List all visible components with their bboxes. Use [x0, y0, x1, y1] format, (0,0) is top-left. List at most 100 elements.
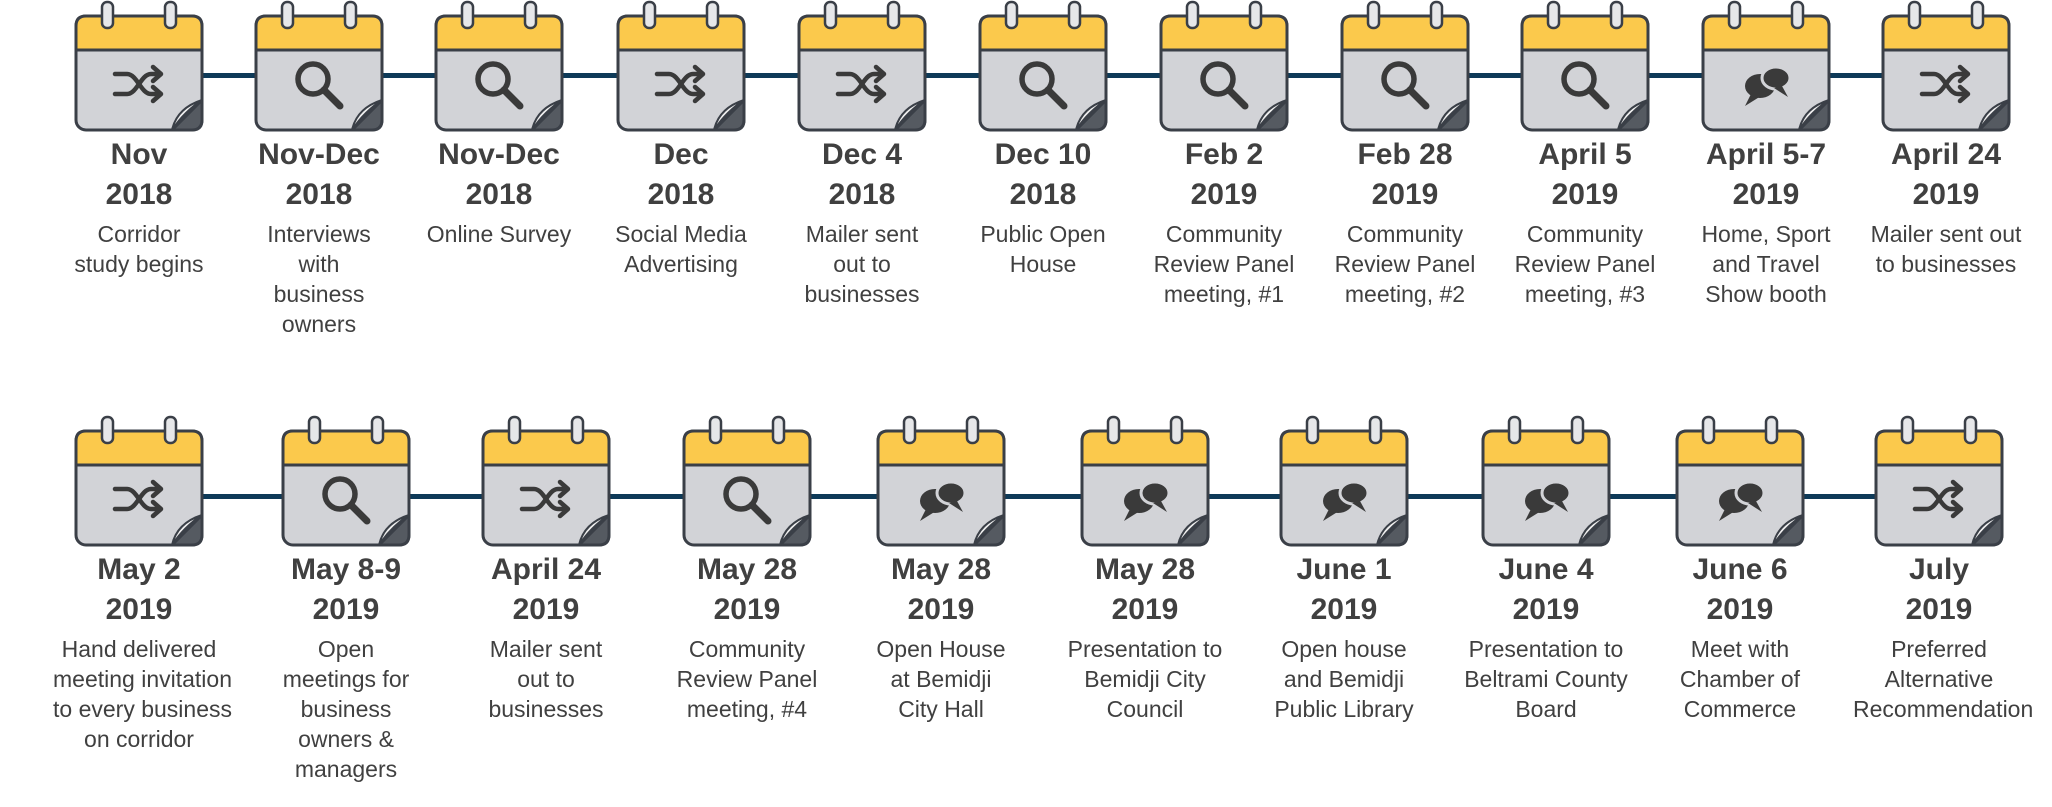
milestone-description-line: Review Panel — [1514, 251, 1656, 277]
milestone-description-line: Public Open — [980, 221, 1106, 247]
shuffle-icon — [112, 64, 164, 104]
calendar-icon — [616, 0, 746, 132]
milestone-description-line: study begins — [74, 251, 204, 277]
search-icon — [1381, 61, 1430, 110]
milestone-date-line: 2019 — [1190, 178, 1258, 211]
milestone-description-line: Open house — [1281, 636, 1407, 662]
speech-bubbles-icon — [1124, 480, 1171, 521]
milestone-description-line: managers — [294, 756, 398, 782]
milestone-description-line: Beltrami County — [1464, 666, 1628, 692]
milestone-description-line: meeting, #1 — [1163, 281, 1285, 307]
milestone-description-line: out to — [833, 251, 891, 277]
milestone-date-line: Nov — [110, 138, 168, 171]
milestone-description-line: Alternative — [1884, 666, 1994, 692]
milestone-date-line: 2019 — [105, 593, 173, 626]
milestone-date-line: May 8-9 — [290, 553, 402, 586]
milestone-date-line: 2018 — [465, 178, 533, 211]
milestone-date-line: 2019 — [1706, 593, 1774, 626]
milestone-date-line: June 4 — [1498, 553, 1594, 586]
milestone-date-line: Nov-Dec — [438, 138, 560, 171]
milestone-description-line: Review Panel — [676, 666, 818, 692]
milestone-description-line: Review Panel — [1334, 251, 1476, 277]
milestone-description-line: Community — [1526, 221, 1644, 247]
calendar-icon — [1874, 415, 2004, 547]
milestone-description-line: House — [1009, 251, 1077, 277]
milestone-date-line: Feb 28 — [1357, 138, 1453, 171]
milestone-description-line: Community — [1165, 221, 1283, 247]
milestone-date-line: 2018 — [828, 178, 896, 211]
milestone-description-line: business — [273, 281, 365, 307]
milestone-description-line: businesses — [804, 281, 920, 307]
milestone-date-line: 2019 — [1732, 178, 1800, 211]
milestone-description: Online Survey — [413, 219, 585, 249]
milestone-description-line: Interviews — [267, 221, 371, 247]
milestone-date-line: 2019 — [1912, 178, 1980, 211]
shuffle-icon — [112, 479, 164, 519]
milestone-description-line: Mailer sent out — [1870, 221, 2022, 247]
shuffle-icon — [1912, 479, 1964, 519]
calendar-icon — [1279, 415, 1409, 547]
milestone-description-line: Community — [688, 636, 806, 662]
milestone-date-line: 2019 — [713, 593, 781, 626]
search-icon — [1200, 61, 1249, 110]
milestone-date: June 1 2019 — [1258, 550, 1430, 630]
shuffle-icon — [654, 64, 706, 104]
milestone-description-line: meeting, #3 — [1524, 281, 1646, 307]
calendar-icon — [1675, 415, 1805, 547]
milestone-description-line: owners & — [298, 726, 394, 752]
milestone-date-line: 2019 — [512, 593, 580, 626]
calendar-icon — [254, 0, 384, 132]
calendar-icon — [978, 0, 1108, 132]
calendar-icon — [1520, 0, 1650, 132]
milestone-date-line: May 28 — [696, 553, 798, 586]
milestone-date-line: June 1 — [1296, 553, 1392, 586]
calendar-icon — [74, 415, 204, 547]
shuffle-icon — [1919, 64, 1971, 104]
milestone-description-line: at Bemidji — [890, 666, 992, 692]
milestone-date-line: April 24 — [490, 553, 602, 586]
milestone-description-line: business — [300, 696, 392, 722]
milestone-description-line: Community — [1346, 221, 1464, 247]
milestone-description-line: Meet with — [1690, 636, 1790, 662]
milestone-description-line: and Bemidji — [1283, 666, 1405, 692]
milestone-description-line: meeting invitation — [53, 666, 232, 692]
search-icon — [723, 476, 772, 525]
calendar-icon — [74, 0, 204, 132]
milestone-description-line: Advertising — [624, 251, 738, 277]
milestone-description-line: meeting, #4 — [686, 696, 808, 722]
search-icon — [1019, 61, 1068, 110]
milestone-date-line: 2019 — [1310, 593, 1378, 626]
milestone-description-line: Presentation to — [1468, 636, 1624, 662]
milestone-date-line: 2019 — [312, 593, 380, 626]
milestone-description-line: Mailer sent — [805, 221, 919, 247]
milestone-description-line: Show booth — [1705, 281, 1827, 307]
